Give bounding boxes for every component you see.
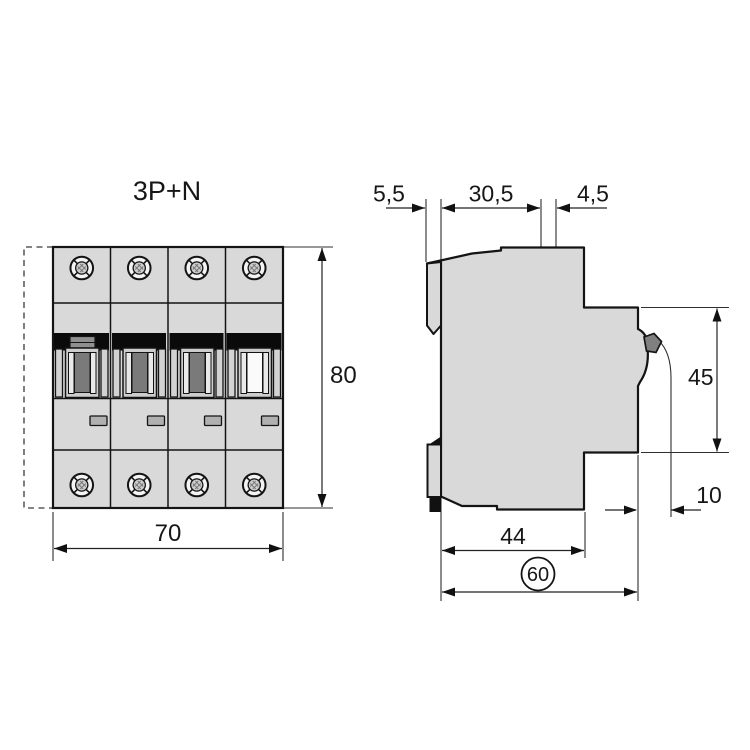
din-clip-upper xyxy=(426,261,442,335)
circled-dimension-badge xyxy=(520,556,556,592)
screw-icon xyxy=(184,255,210,281)
screw-icon xyxy=(241,255,267,281)
dim-overall-depth-60: 60 xyxy=(442,556,637,597)
screw-icon xyxy=(126,255,152,281)
dim-width-label: 70 xyxy=(155,520,182,547)
arrowhead-down xyxy=(712,438,722,452)
dim-din-clip-5-5: 5,5 xyxy=(373,181,425,213)
screw-icon xyxy=(69,255,95,281)
arrowhead-left xyxy=(557,203,570,213)
arrowhead-left xyxy=(442,203,455,213)
dim-width-70: 70 xyxy=(52,512,284,561)
arrowhead-left xyxy=(54,544,67,553)
toggle-knob xyxy=(643,332,663,354)
pole1-band-tab xyxy=(69,335,96,349)
arrowhead-up xyxy=(317,248,327,261)
front-view: 3P+N xyxy=(23,176,357,561)
din-clip-lower xyxy=(426,436,442,512)
screw-icon xyxy=(69,472,95,498)
extra-module-dashed-outline xyxy=(23,246,53,509)
arrowhead-down xyxy=(317,494,327,507)
arrowhead-right xyxy=(412,203,425,213)
dim-overall-depth-label: 60 xyxy=(527,564,549,586)
front-view-title: 3P+N xyxy=(133,176,201,206)
indicator-window xyxy=(260,415,280,427)
arrowhead-up xyxy=(712,308,722,322)
dim-handle-offset-10: 10 xyxy=(605,482,722,515)
side-view: 5,5 30,5 4,5 45 10 xyxy=(373,181,729,601)
screw-icon xyxy=(126,472,152,498)
arrowhead-left xyxy=(442,546,455,555)
dim-front-section-45: 45 xyxy=(688,308,722,452)
dim-top-step-4-5: 4,5 xyxy=(557,181,609,213)
dim-body-depth-44: 44 xyxy=(442,523,584,555)
screw-icon xyxy=(241,472,267,498)
arrowhead-right xyxy=(527,203,540,213)
dim-front-section-label: 45 xyxy=(688,364,714,390)
dim-height-label: 80 xyxy=(330,362,357,389)
arrowhead-left xyxy=(442,587,455,597)
arrowhead-right xyxy=(269,544,282,553)
dim-top-width-30-5: 30,5 xyxy=(442,181,540,213)
arrowhead-right xyxy=(624,505,637,515)
dim-body-depth-label: 44 xyxy=(500,523,526,549)
module-divider-lines xyxy=(53,247,283,508)
dim-top-width-label: 30,5 xyxy=(469,181,514,207)
dim-handle-offset-label: 10 xyxy=(696,482,722,508)
arrowhead-left xyxy=(671,505,684,515)
arrowhead-right xyxy=(624,587,637,597)
toggle-plane-arc xyxy=(658,340,672,517)
dim-top-step-label: 4,5 xyxy=(577,181,609,207)
dim-height-80: 80 xyxy=(284,246,357,509)
dim-din-clip-label: 5,5 xyxy=(373,181,405,207)
arrowhead-right xyxy=(571,546,584,555)
indicator-window xyxy=(146,415,166,427)
indicator-window xyxy=(89,415,108,427)
screw-icon xyxy=(184,472,210,498)
breaker-side-body xyxy=(425,246,649,511)
indicator-window xyxy=(203,415,223,427)
